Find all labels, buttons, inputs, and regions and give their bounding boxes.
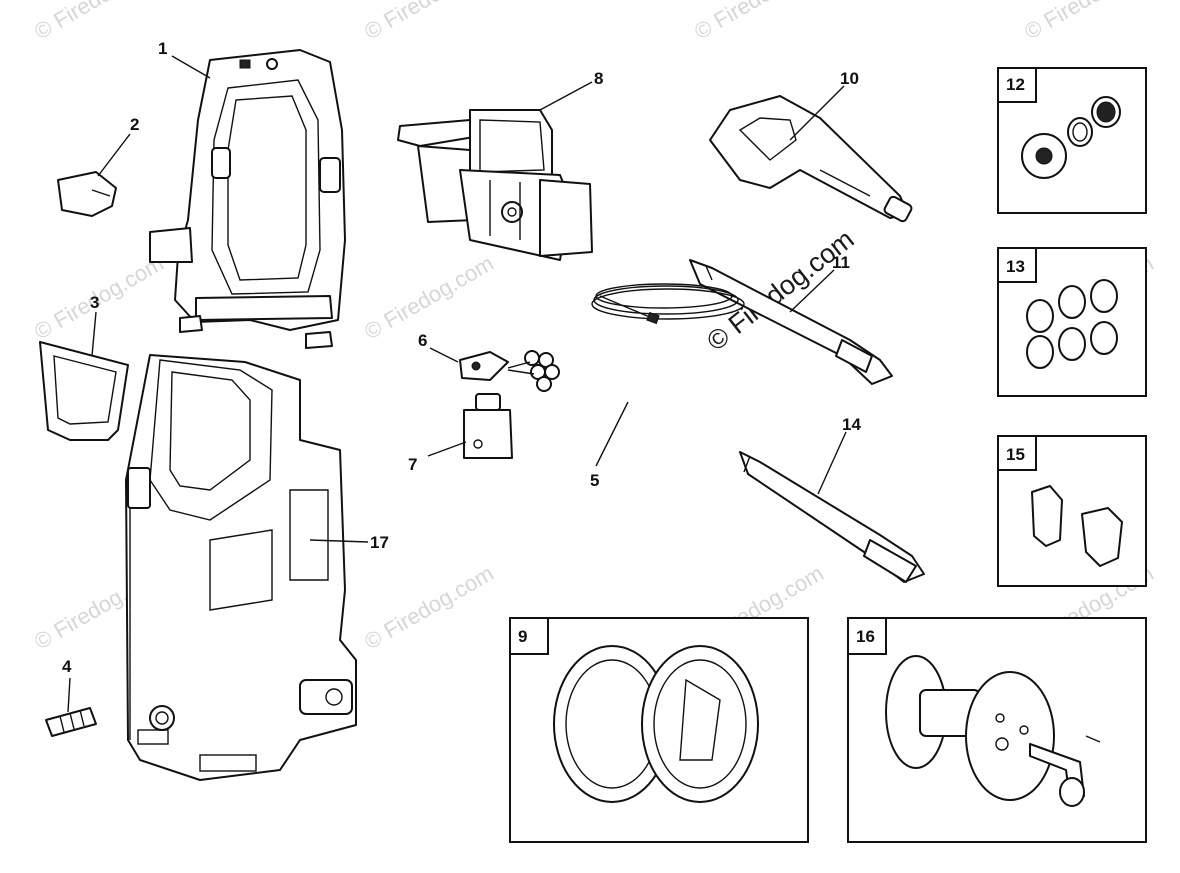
kit-13-box xyxy=(997,247,1147,397)
part-1-upper-housing xyxy=(149,49,346,349)
label-part-11: 11 xyxy=(832,253,850,272)
label-part-17: 17 xyxy=(370,533,389,552)
kit-15-box xyxy=(997,435,1147,587)
label-part-14: 14 xyxy=(842,415,861,434)
part-14-wand xyxy=(739,451,925,583)
watermark: © Firedog.com xyxy=(360,250,498,344)
kit-12-box xyxy=(997,67,1147,214)
part-5-hose xyxy=(591,283,745,325)
label-part-12: 12 xyxy=(1006,75,1025,94)
kit-16-box xyxy=(847,617,1147,843)
part-6-cap-and-balls xyxy=(459,350,560,392)
label-part-3: 3 xyxy=(90,293,99,312)
part-10-spray-gun xyxy=(709,95,913,223)
part-17-main-body xyxy=(125,354,357,781)
watermark: © Firedog.com xyxy=(1020,0,1158,44)
part-11-lance xyxy=(689,259,893,385)
part-2-handle-grip xyxy=(57,171,117,217)
part-8-pump-assembly xyxy=(397,109,593,261)
kit-9-box xyxy=(509,617,809,843)
label-part-8: 8 xyxy=(594,69,603,88)
label-part-4: 4 xyxy=(62,657,72,676)
part-4-nozzle xyxy=(45,707,97,737)
watermark: © Firedog.com xyxy=(360,560,498,654)
label-part-15: 15 xyxy=(1006,445,1025,464)
label-part-13: 13 xyxy=(1006,257,1025,276)
watermark: © Firedog.com xyxy=(360,0,498,44)
label-part-7: 7 xyxy=(408,455,417,474)
label-part-10: 10 xyxy=(840,69,859,88)
watermark: © Firedog.com xyxy=(690,0,828,44)
label-part-1: 1 xyxy=(158,39,167,58)
part-7-bottle xyxy=(463,393,513,459)
label-part-16: 16 xyxy=(856,627,875,646)
part-3-cover xyxy=(39,341,129,441)
watermark: © Firedog.com xyxy=(30,0,168,44)
label-part-2: 2 xyxy=(130,115,139,134)
part-labels: 1 2 3 4 5 6 7 8 9 10 11 12 13 14 15 16 1… xyxy=(62,39,1025,676)
label-part-6: 6 xyxy=(418,331,427,350)
label-part-9: 9 xyxy=(518,627,527,646)
label-part-5: 5 xyxy=(590,471,599,490)
leader-lines xyxy=(67,55,847,713)
